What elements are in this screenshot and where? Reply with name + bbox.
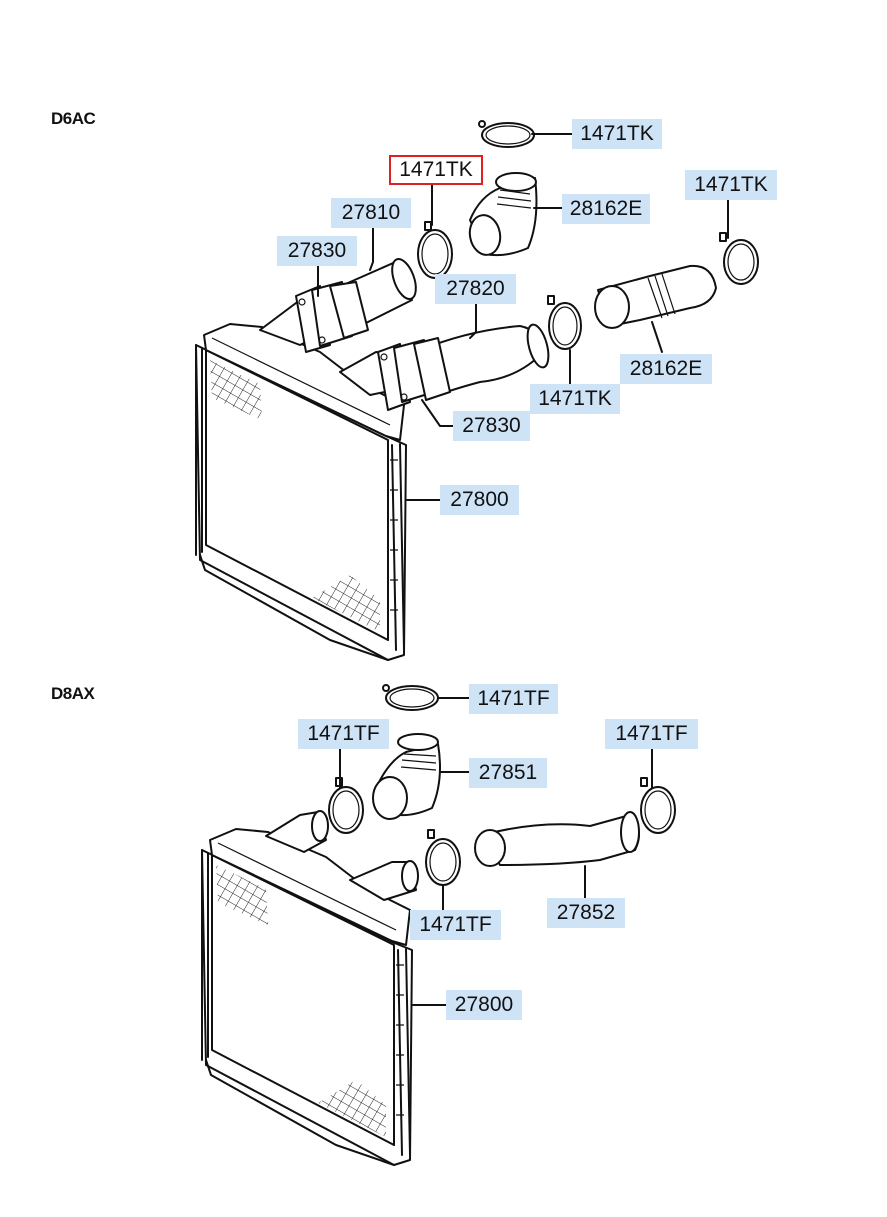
clamp-1471tk-mid <box>417 221 453 279</box>
part-label-1471tk-selected[interactable]: 1471TK <box>389 155 483 185</box>
part-label-1471tf-top[interactable]: 1471TF <box>469 684 558 714</box>
clamp-1471tk-center <box>547 295 582 350</box>
elbow-hose-28162e-upper <box>468 172 538 257</box>
part-label-1471tk-top[interactable]: 1471TK <box>572 119 662 149</box>
section-title-d6ac: D6AC <box>51 109 96 128</box>
hose-27852 <box>474 811 640 867</box>
part-label-1471tk-right[interactable]: 1471TK <box>685 170 777 200</box>
leader-lines-d6ac <box>317 133 729 501</box>
elbow-hose-27851 <box>372 733 441 820</box>
part-label-27810[interactable]: 27810 <box>331 198 411 228</box>
clamp-1471tf-center <box>425 829 461 886</box>
part-label-27830-upper[interactable]: 27830 <box>277 236 357 266</box>
part-label-28162e-upper[interactable]: 28162E <box>562 194 650 224</box>
part-label-1471tf-center[interactable]: 1471TF <box>410 910 501 940</box>
intercooler-d6ac <box>195 299 407 661</box>
part-label-1471tf-left[interactable]: 1471TF <box>298 719 389 749</box>
pipe-27820 <box>413 323 550 401</box>
section-title-d8ax: D8AX <box>51 684 95 703</box>
part-label-28162e-lower[interactable]: 28162E <box>620 354 712 384</box>
clamp-1471tk-top <box>478 120 535 148</box>
part-label-27852[interactable]: 27852 <box>547 898 625 928</box>
leader-lines-d8ax <box>339 697 653 1006</box>
part-label-27800-d6ac[interactable]: 27800 <box>440 485 519 515</box>
pipe-27810 <box>329 257 417 339</box>
clamp-1471tf-top <box>382 684 439 711</box>
part-label-1471tf-right[interactable]: 1471TF <box>605 719 698 749</box>
clamp-1471tk-right <box>719 232 759 285</box>
part-label-27800-d8ax[interactable]: 27800 <box>446 990 522 1020</box>
part-label-27830-lower[interactable]: 27830 <box>453 411 530 441</box>
clamp-1471tf-left <box>328 777 364 834</box>
part-label-27820[interactable]: 27820 <box>435 274 516 304</box>
clamp-1471tf-right <box>640 777 676 834</box>
part-label-27851[interactable]: 27851 <box>469 758 547 788</box>
hose-28162e-lower <box>594 264 717 329</box>
intercooler-d8ax <box>201 810 419 1166</box>
part-label-1471tk-center[interactable]: 1471TK <box>530 384 620 414</box>
